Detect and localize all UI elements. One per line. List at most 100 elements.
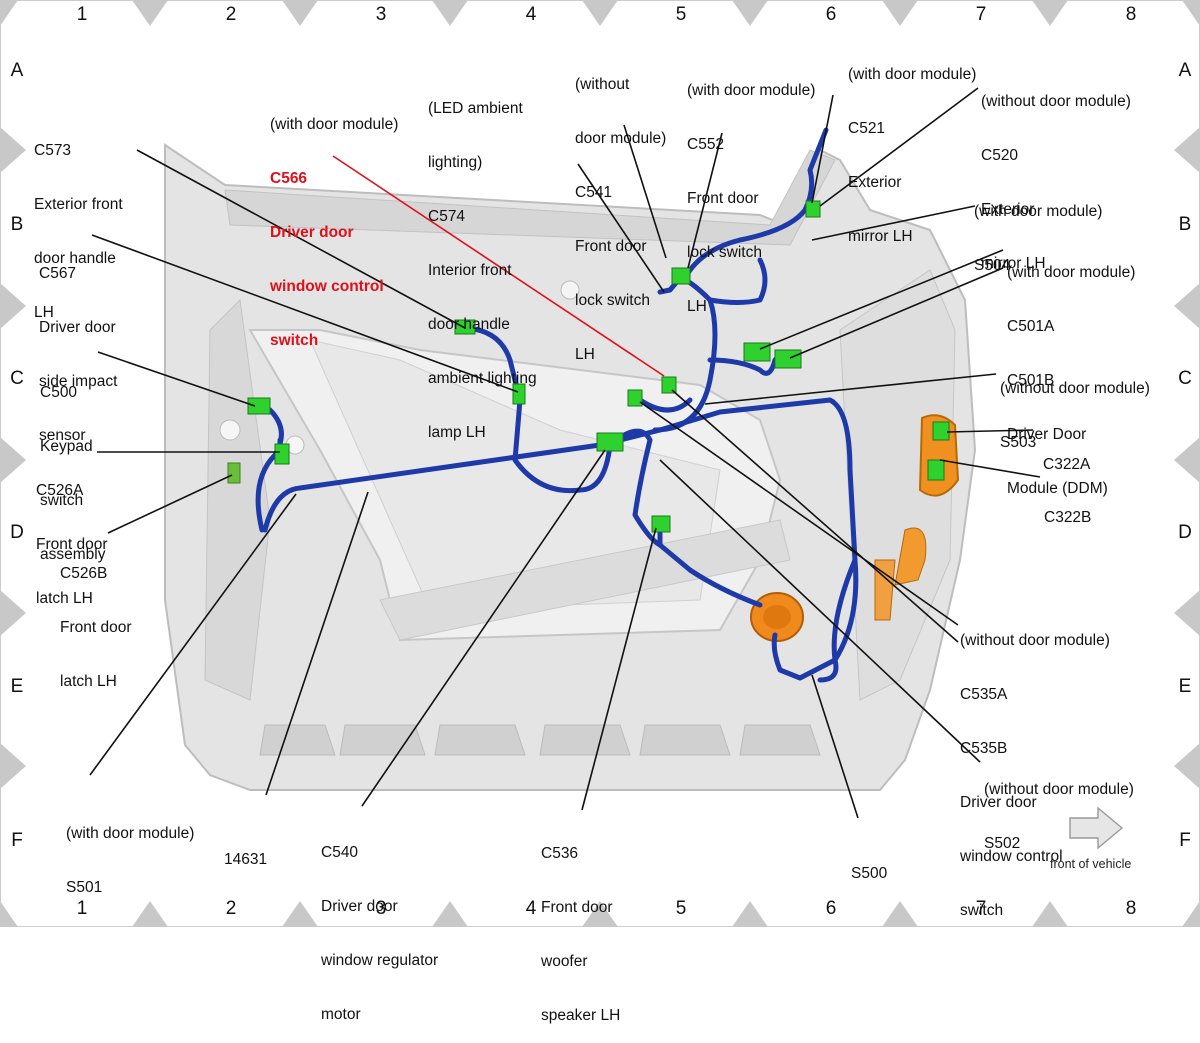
callout-line: (with door module) xyxy=(1007,264,1136,281)
callout-c500: C500 Keypad switch assembly xyxy=(40,348,105,582)
callout-line: C574 xyxy=(428,208,466,225)
grid-row-left-c: C xyxy=(10,368,24,389)
callout-line-highlight: switch xyxy=(270,332,319,349)
callout-line: Exterior xyxy=(981,201,1035,218)
c566-leader-line xyxy=(332,155,665,377)
callout-line: latch LH xyxy=(60,673,117,690)
callout-line-highlight: window control xyxy=(270,278,384,295)
grid-row-left-d: D xyxy=(10,522,24,543)
callout-line: C535B xyxy=(960,740,1008,757)
callout-line: latch LH xyxy=(36,590,93,607)
callout-line: (with door module) xyxy=(848,66,977,83)
callout-line: sensor xyxy=(39,427,86,444)
grid-col-top-3: 3 xyxy=(375,4,387,25)
callout-c520: (without door module) C520 Exterior mirr… xyxy=(981,57,1131,291)
callout-line: (with door module) xyxy=(66,825,195,842)
callout-line: Driver door xyxy=(321,898,398,915)
callout-s504: (with door module) S504 xyxy=(974,167,1102,293)
callout-line: Interior front xyxy=(428,262,512,279)
grid-row-left-f: F xyxy=(11,830,23,851)
callout-line: C322B xyxy=(1044,509,1092,526)
grid-col-top-1: 1 xyxy=(76,4,88,25)
callout-14631: 14631 xyxy=(224,815,267,887)
grid-col-bottom-3: 3 xyxy=(375,898,387,919)
callout-line: (without door module) xyxy=(981,93,1131,110)
callout-line: S502 xyxy=(984,835,1021,852)
door-diagram-artwork xyxy=(0,0,1200,927)
callout-c536: C536 Front door woofer speaker LH xyxy=(541,809,620,1043)
callout-line: motor xyxy=(321,1006,361,1023)
grid-row-left-e: E xyxy=(10,676,24,697)
front-of-vehicle-label: front of vehicle xyxy=(1050,857,1132,871)
connectors xyxy=(227,200,950,533)
callout-line-highlight: Driver door xyxy=(270,224,354,241)
callout-line: (without door module) xyxy=(984,781,1134,798)
callout-line: assembly xyxy=(40,546,106,563)
callout-c322a: C322A xyxy=(1043,420,1090,492)
callout-line: (without xyxy=(575,76,630,93)
callout-line: C535A xyxy=(960,686,1008,703)
grid-col-bottom-8: 8 xyxy=(1125,898,1137,919)
callout-c521: (with door module) C521 Exterior mirror … xyxy=(848,30,976,264)
grid-col-top-2: 2 xyxy=(225,4,237,25)
grid-col-top-7: 7 xyxy=(975,4,987,25)
grid-row-right-e: E xyxy=(1178,676,1192,697)
callout-c574: (LED ambient lighting) C574 Interior fro… xyxy=(428,64,537,460)
callout-line: door handle xyxy=(428,316,510,333)
grid-row-right-b: B xyxy=(1178,214,1192,235)
leader-lines xyxy=(89,87,1041,819)
callout-line: (with door module) xyxy=(974,203,1103,220)
callout-line: C526A xyxy=(36,482,84,499)
callout-line: Driver Door xyxy=(1007,426,1087,443)
callout-line: S501 xyxy=(66,879,103,896)
callout-line: Front door xyxy=(36,536,108,553)
callout-line: S503 xyxy=(1000,434,1037,451)
callout-line: lock switch xyxy=(687,244,762,261)
grid-col-bottom-7: 7 xyxy=(975,898,987,919)
callout-line: window regulator xyxy=(321,952,439,969)
callout-line: C526B xyxy=(60,565,108,582)
callout-line: lighting) xyxy=(428,154,483,171)
callout-line: side impact xyxy=(39,373,118,390)
callout-line: C322A xyxy=(1043,456,1091,473)
callout-line: C540 xyxy=(321,844,359,861)
grid-col-top-4: 4 xyxy=(525,4,537,25)
callout-line: LH xyxy=(34,304,54,321)
callout-line: C520 xyxy=(981,147,1019,164)
callout-s502: (without door module) S502 xyxy=(984,745,1134,871)
grid-row-right-a: A xyxy=(1178,60,1192,81)
grid-col-bottom-2: 2 xyxy=(225,898,237,919)
callout-line: switch xyxy=(40,492,84,509)
callout-line: lock switch xyxy=(575,292,650,309)
callout-line: C501B xyxy=(1007,372,1055,389)
grid-col-top-8: 8 xyxy=(1125,4,1137,25)
callout-line: switch xyxy=(960,902,1004,919)
callout-line: Keypad xyxy=(40,438,93,455)
grid-col-top-5: 5 xyxy=(675,4,687,25)
callout-s501: (with door module) S501 xyxy=(66,789,194,915)
grid-row-left-a: A xyxy=(10,60,24,81)
grid-markers xyxy=(0,0,1200,927)
callout-line: (with door module) xyxy=(687,82,816,99)
callout-c567: C567 Driver door side impact sensor xyxy=(39,229,117,463)
callout-line: C567 xyxy=(39,265,77,282)
callout-c540: C540 Driver door window regulator motor xyxy=(321,808,438,1042)
callout-line: ambient lighting xyxy=(428,370,537,387)
grid-col-bottom-6: 6 xyxy=(825,898,837,919)
callout-line: Front door xyxy=(687,190,759,207)
callout-line: woofer xyxy=(541,953,588,970)
callout-c535: (without door module) C535A C535B Driver… xyxy=(960,596,1110,938)
callout-line: window control xyxy=(960,848,1063,865)
callout-line: LH xyxy=(575,346,595,363)
callout-line: mirror LH xyxy=(981,255,1046,272)
callout-line: S500 xyxy=(851,865,888,882)
callout-line: 14631 xyxy=(224,851,268,868)
callout-s503: (without door module) S503 xyxy=(1000,344,1150,470)
grid-row-right-c: C xyxy=(1178,368,1192,389)
grid-col-bottom-4: 4 xyxy=(525,898,537,919)
callout-line: Module (DDM) xyxy=(1007,480,1108,497)
callout-line: Front door xyxy=(575,238,647,255)
callout-line: S504 xyxy=(974,257,1011,274)
callout-line: Driver door xyxy=(960,794,1037,811)
